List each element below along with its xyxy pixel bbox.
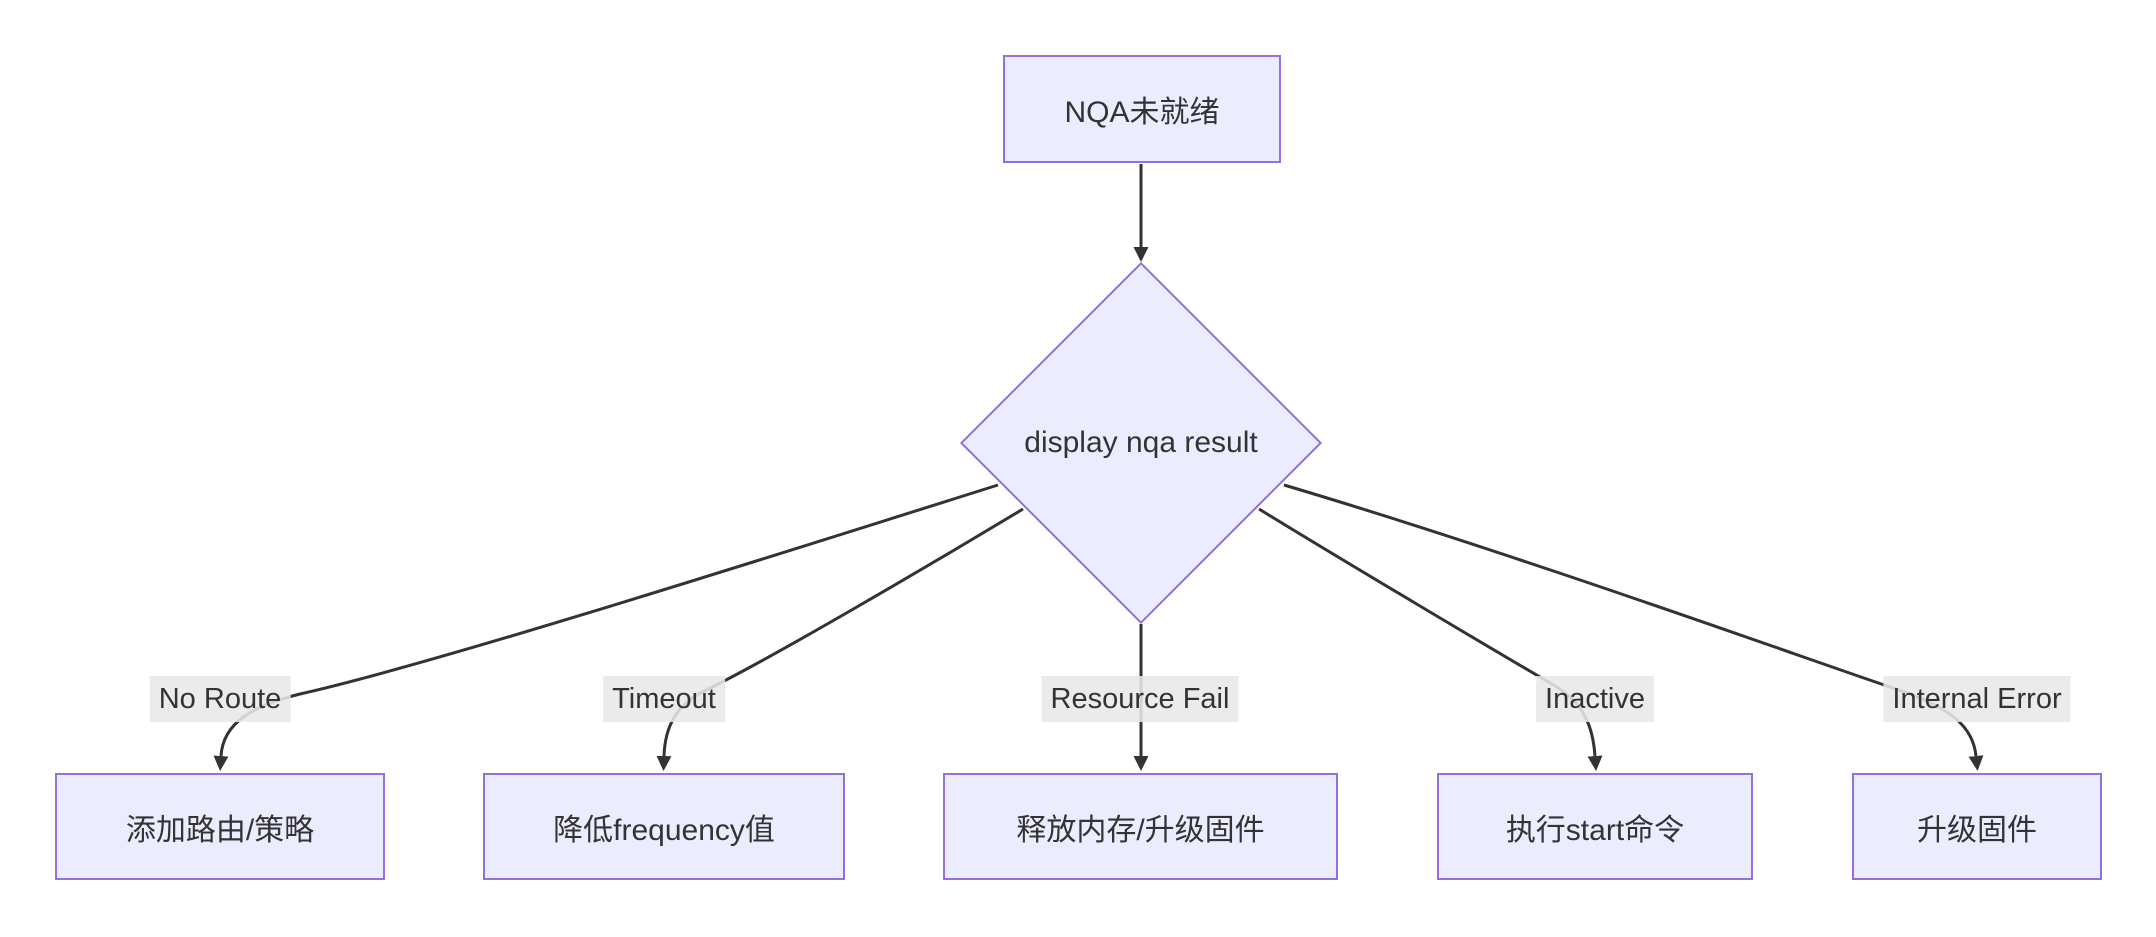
node-upgrade-firmware-label: 升级固件 (1917, 813, 2037, 847)
node-lower-frequency: 降低frequency值 (483, 773, 845, 880)
edge-label-no-route-text: No Route (158, 682, 282, 715)
node-nqa-not-ready: NQA未就绪 (1003, 55, 1281, 163)
node-nqa-not-ready-label: NQA未就绪 (1064, 96, 1220, 129)
edge-label-inactive-text: Inactive (1545, 682, 1645, 715)
node-free-memory-upgrade-firmware: 释放内存/升级固件 (943, 773, 1338, 880)
edge-label-timeout: Timeout (603, 676, 725, 722)
edge-label-internal-error-text: Internal Error (1892, 682, 2062, 715)
node-upgrade-firmware: 升级固件 (1852, 773, 2102, 880)
edge-label-inactive: Inactive (1536, 676, 1654, 722)
node-free-memory-upgrade-firmware-label: 释放内存/升级固件 (1016, 813, 1265, 847)
node-execute-start-command: 执行start命令 (1437, 773, 1753, 880)
decision-display-nqa-result: display nqa result (941, 423, 1341, 463)
node-add-route-policy: 添加路由/策略 (55, 773, 385, 880)
edge-label-internal-error: Internal Error (1883, 676, 2071, 722)
decision-label: display nqa result (1024, 426, 1258, 459)
node-execute-start-command-label: 执行start命令 (1505, 813, 1685, 847)
edge-label-no-route: No Route (149, 676, 291, 722)
node-add-route-policy-label: 添加路由/策略 (125, 813, 315, 847)
node-lower-frequency-label: 降低frequency值 (553, 813, 775, 847)
edge-label-timeout-text: Timeout (612, 682, 716, 715)
edge-label-resource-fail: Resource Fail (1041, 676, 1239, 722)
edge-label-resource-fail-text: Resource Fail (1050, 682, 1230, 715)
